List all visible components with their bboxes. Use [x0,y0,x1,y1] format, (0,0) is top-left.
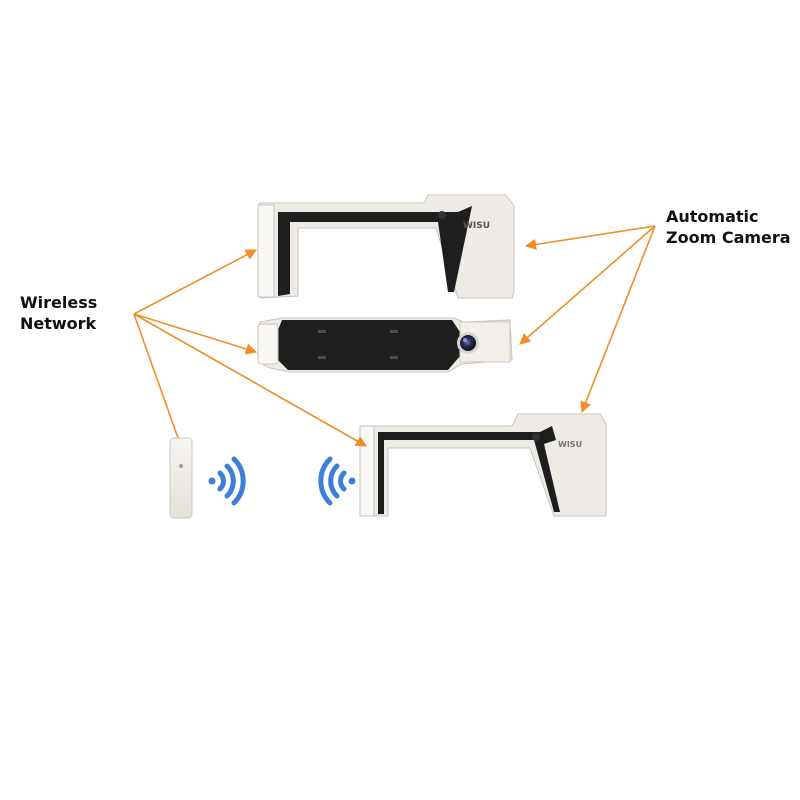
device-body [361,413,607,517]
wifi-waves-icon [318,456,356,506]
wireless-network-label-line2: Network [20,314,97,333]
arrow-to-bottom-camera [580,225,656,414]
device-dark-frame [378,426,560,514]
stick-body [169,437,193,519]
automatic-zoom-camera-label: Automatic Zoom Camera [666,206,791,248]
wireless-network-arrows [133,249,367,447]
stick-indicator-dot [179,464,183,468]
camera-lens-icon [457,332,479,354]
device-face-panel [257,204,275,298]
device-sensor-dot [438,211,446,219]
device-dark-frame [278,320,460,370]
automatic-zoom-camera-label-line1: Automatic [666,207,759,226]
wireless-network-label-line1: Wireless [20,293,98,312]
arrow-to-top-device [133,249,257,315]
arrow-to-middle-camera [519,225,656,345]
device-sensor-dot [532,433,540,441]
wireless-network-label: Wireless Network [20,292,97,334]
wifi-waves-icon [208,456,246,506]
camera-device-side-view-bottom: WISU [359,413,607,517]
device-body [257,194,515,299]
device-dark-frame [278,206,472,296]
wireless-transmitter-stick [169,437,193,519]
device-face-panel [257,323,279,365]
arrow-to-stick [133,313,179,439]
arrow-to-bottom-device [133,313,367,447]
automatic-zoom-camera-label-line2: Zoom Camera [666,228,791,247]
zoom-camera-arrows [519,225,656,414]
device-brand-text: WISU [558,440,582,449]
arrow-to-top-camera [524,225,656,250]
device-brand-text: WISU [463,221,490,231]
camera-device-top-view [257,317,513,373]
arrow-to-middle-device [133,313,258,355]
device-face-panel [359,425,375,517]
camera-device-side-view-top: WISU [257,194,515,299]
